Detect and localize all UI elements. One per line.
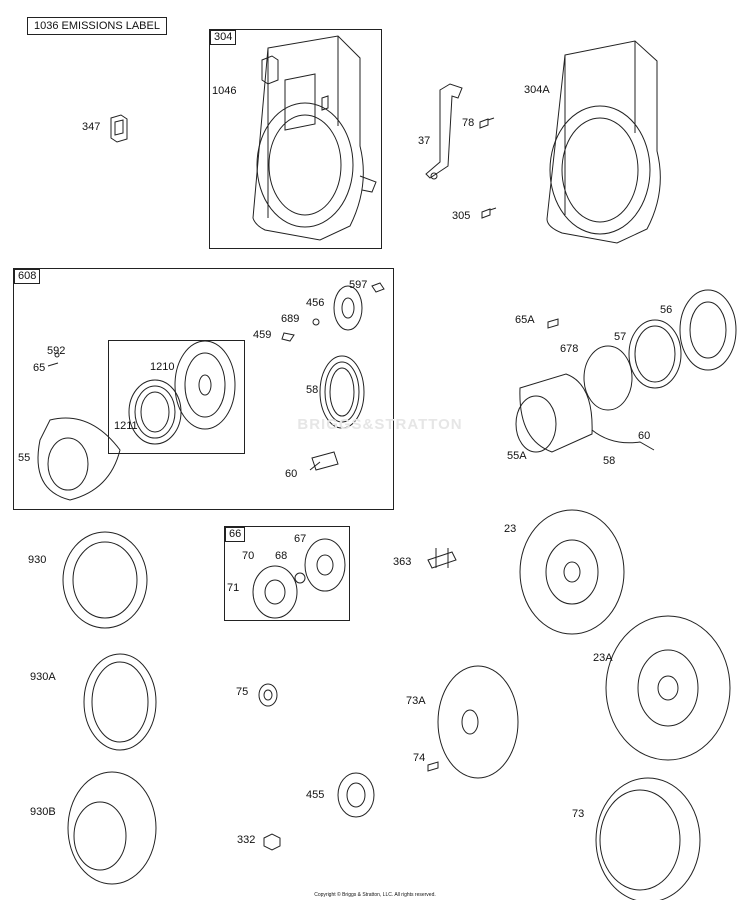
part-73A-screen-drawing (437, 665, 519, 779)
part-930B-guard-drawing (67, 771, 157, 885)
part-65A-screw-drawing (547, 318, 559, 329)
callout-363[interactable]: 363 (393, 556, 412, 568)
callout-37[interactable]: 37 (418, 135, 431, 147)
callout-56[interactable]: 56 (660, 304, 673, 316)
callout-55[interactable]: 55 (18, 452, 31, 464)
part-23-flywheel-drawing (519, 509, 625, 635)
callout-456[interactable]: 456 (306, 297, 325, 309)
group-1210-inner-frame (108, 340, 245, 454)
part-60-handle-drawing (309, 451, 339, 471)
part-57-spring-drawing (628, 319, 682, 389)
callout-1046[interactable]: 1046 (212, 85, 237, 97)
callout-55A[interactable]: 55A (507, 450, 527, 462)
part-347-label-drawing (110, 114, 128, 143)
part-75-washer-drawing (258, 683, 278, 707)
group-304-label: 304 (210, 30, 237, 45)
callout-689[interactable]: 689 (281, 313, 300, 325)
part-73-screen-drawing (595, 777, 701, 900)
group-608-label: 608 (14, 269, 41, 284)
part-455-cup-drawing (337, 772, 375, 818)
part-304-blower-housing-drawing (252, 35, 377, 241)
callout-74[interactable]: 74 (413, 752, 426, 764)
part-55-starter-housing-drawing (37, 417, 121, 501)
callout-60-lower[interactable]: 60 (638, 430, 651, 442)
callout-597[interactable]: 597 (349, 279, 368, 291)
callout-304A[interactable]: 304A (524, 84, 550, 96)
callout-65[interactable]: 65 (33, 362, 46, 374)
callout-930B[interactable]: 930B (30, 806, 56, 818)
part-58-rope-drawing (319, 355, 365, 429)
copyright-footer: Copyright © Briggs & Stratton, LLC. All … (314, 892, 436, 898)
part-459-spring-drawing (281, 332, 295, 342)
part-67-ratchet-drawing (304, 538, 346, 592)
callout-58-lower[interactable]: 58 (603, 455, 616, 467)
callout-70[interactable]: 70 (242, 550, 255, 562)
part-678-washer-drawing (583, 345, 633, 411)
callout-57[interactable]: 57 (614, 331, 627, 343)
part-597-screw-drawing (371, 282, 385, 293)
callout-68[interactable]: 68 (275, 550, 288, 562)
callout-65A[interactable]: 65A (515, 314, 535, 326)
callout-678[interactable]: 678 (560, 343, 579, 355)
callout-73[interactable]: 73 (572, 808, 585, 820)
callout-58-upper[interactable]: 58 (306, 384, 319, 396)
part-592-nut-drawing (54, 352, 60, 358)
part-74-screw-drawing (427, 761, 439, 772)
part-1211-spring-drawing (128, 379, 182, 445)
briggs-stratton-watermark: BRIGGS&STRATTON (297, 416, 463, 433)
callout-23[interactable]: 23 (504, 523, 517, 535)
callout-73A[interactable]: 73A (406, 695, 426, 707)
part-305-screw-drawing (481, 207, 497, 219)
part-65-screw-drawing (47, 362, 59, 367)
callout-23A[interactable]: 23A (593, 652, 613, 664)
part-56-pulley-drawing (679, 289, 737, 371)
group-66-label: 66 (225, 527, 246, 542)
callout-75[interactable]: 75 (236, 686, 249, 698)
part-71-cup-drawing (252, 565, 298, 619)
callout-455[interactable]: 455 (306, 789, 325, 801)
callout-60-upper[interactable]: 60 (285, 468, 298, 480)
part-304A-blower-housing-drawing (546, 40, 661, 244)
callout-592[interactable]: 592 (47, 345, 66, 357)
callout-71[interactable]: 71 (227, 582, 240, 594)
part-930-guard-drawing (62, 531, 148, 629)
callout-930A[interactable]: 930A (30, 671, 56, 683)
part-363-bracket-drawing (427, 548, 457, 569)
part-37-bracket-drawing (425, 83, 495, 180)
callout-305[interactable]: 305 (452, 210, 471, 222)
callout-930[interactable]: 930 (28, 554, 47, 566)
part-689-clip-drawing (312, 318, 320, 326)
callout-1211[interactable]: 1211 (114, 420, 138, 432)
part-68-ball-drawing (294, 572, 306, 584)
callout-459[interactable]: 459 (253, 329, 272, 341)
callout-78[interactable]: 78 (462, 117, 475, 129)
part-1210-pulley-drawing (174, 340, 236, 430)
emissions-label-title: 1036 EMISSIONS LABEL (27, 17, 167, 35)
callout-347[interactable]: 347 (82, 121, 101, 133)
part-332-nut-drawing (263, 833, 281, 851)
part-930A-guard-drawing (83, 653, 157, 751)
group-608-frame (13, 268, 394, 510)
group-66-frame (224, 526, 350, 621)
callout-67[interactable]: 67 (294, 533, 307, 545)
callout-1210[interactable]: 1210 (150, 361, 175, 373)
group-304-frame (209, 29, 382, 249)
part-456-pawl-plate-drawing (333, 285, 363, 331)
callout-332[interactable]: 332 (237, 834, 256, 846)
part-23A-flywheel-drawing (605, 615, 731, 761)
part-55A-starter-assembly-drawing (515, 373, 655, 453)
